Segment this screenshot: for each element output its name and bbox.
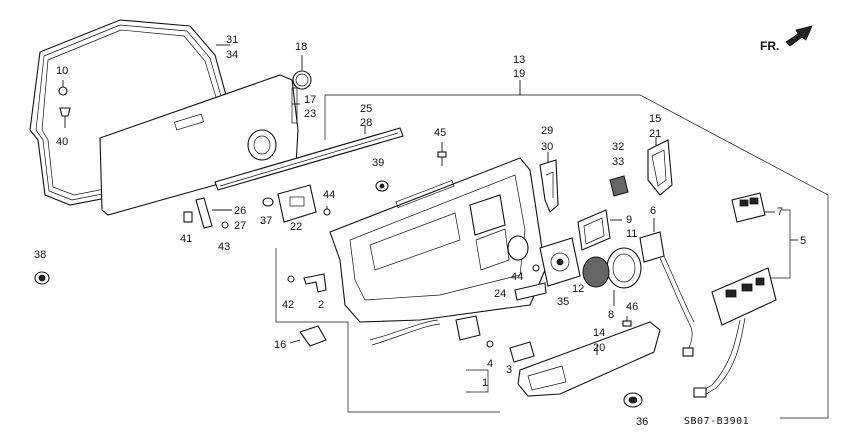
nut-41 bbox=[183, 211, 193, 223]
callout-40: 40 bbox=[56, 136, 68, 148]
callout-26: 26 bbox=[234, 205, 246, 217]
callout-4: 4 bbox=[487, 358, 493, 370]
callout-13: 13 bbox=[513, 54, 525, 66]
inner-weatherstrip-molding bbox=[214, 127, 404, 191]
callout-6: 6 bbox=[650, 205, 656, 217]
callout-5: 5 bbox=[800, 235, 806, 247]
rod-26 bbox=[195, 197, 213, 229]
clip-10 bbox=[58, 80, 68, 96]
callout-34: 34 bbox=[226, 49, 238, 61]
callout-45: 45 bbox=[434, 127, 446, 139]
cover-cap-32 bbox=[609, 175, 629, 197]
callout-28: 28 bbox=[360, 117, 372, 129]
callout-15: 15 bbox=[649, 113, 661, 125]
callout-2: 2 bbox=[318, 299, 324, 311]
callout-44-lower: 44 bbox=[511, 271, 523, 283]
front-direction-indicator: FR. bbox=[760, 25, 813, 53]
bracket-2 bbox=[303, 273, 327, 293]
clip-42 bbox=[287, 275, 295, 283]
inside-handle-bracket bbox=[539, 159, 559, 213]
assembly-group-outline bbox=[324, 80, 829, 419]
callout-11: 11 bbox=[626, 228, 637, 240]
callout-41: 41 bbox=[180, 233, 192, 245]
grommet-38 bbox=[34, 271, 50, 285]
callout-31: 31 bbox=[226, 34, 238, 46]
clip-40 bbox=[59, 107, 71, 128]
callout-23: 23 bbox=[304, 108, 316, 120]
callout-8: 8 bbox=[608, 309, 614, 321]
diagram-reference-code: SB07-B3901 bbox=[684, 416, 749, 427]
speaker-housing-35 bbox=[539, 237, 581, 287]
bracket-16 bbox=[289, 325, 327, 347]
armrest-pocket-24 bbox=[514, 282, 547, 301]
power-window-master-switch bbox=[693, 267, 777, 398]
callout-38: 38 bbox=[34, 249, 46, 261]
speaker-bracket-9 bbox=[577, 209, 611, 251]
callout-20: 20 bbox=[593, 342, 605, 354]
screw-45 bbox=[437, 151, 447, 166]
clip-39 bbox=[375, 180, 389, 192]
speaker-grille-mesh bbox=[582, 256, 610, 288]
callout-12: 12 bbox=[572, 283, 584, 295]
speaker-ring-8 bbox=[606, 247, 642, 289]
callout-46: 46 bbox=[626, 301, 638, 313]
callout-18: 18 bbox=[295, 41, 307, 53]
clip-44-lower bbox=[532, 264, 540, 272]
callout-44-upper: 44 bbox=[323, 189, 335, 201]
callout-19: 19 bbox=[513, 68, 525, 80]
callout-21: 21 bbox=[649, 128, 661, 140]
callout-22: 22 bbox=[290, 221, 302, 233]
callout-32: 32 bbox=[612, 141, 624, 153]
callout-3: 3 bbox=[506, 364, 512, 376]
hinge-mount-bracket bbox=[277, 184, 317, 223]
switch-assembly-7 bbox=[731, 192, 766, 223]
callout-24: 24 bbox=[494, 288, 506, 300]
callout-35: 35 bbox=[557, 296, 569, 308]
lock-rod-assembly bbox=[369, 315, 494, 348]
callout-16: 16 bbox=[274, 339, 286, 351]
callout-37: 37 bbox=[260, 215, 272, 227]
plug-seal-18 bbox=[292, 70, 312, 90]
inside-handle-3 bbox=[509, 341, 535, 363]
callout-43: 43 bbox=[218, 241, 230, 253]
callout-30: 30 bbox=[541, 141, 553, 153]
callout-9: 9 bbox=[626, 214, 632, 226]
callout-36: 36 bbox=[636, 416, 648, 428]
callout-29: 29 bbox=[541, 125, 553, 137]
clip-44-upper bbox=[323, 206, 331, 216]
cap-36 bbox=[623, 392, 643, 408]
callout-25: 25 bbox=[360, 103, 372, 115]
callout-10: 10 bbox=[56, 65, 68, 77]
direction-label: FR. bbox=[760, 39, 779, 53]
callout-14: 14 bbox=[593, 327, 605, 339]
callout-1: 1 bbox=[482, 377, 488, 389]
callout-42: 42 bbox=[282, 299, 294, 311]
callout-33: 33 bbox=[612, 156, 624, 168]
door-trim-panel bbox=[329, 157, 546, 323]
wire-harness-6 bbox=[639, 231, 695, 357]
callout-7: 7 bbox=[777, 206, 783, 218]
callout-27: 27 bbox=[234, 220, 246, 232]
screw-43 bbox=[221, 221, 229, 229]
callout-17: 17 bbox=[304, 94, 316, 106]
front-arrow-icon bbox=[785, 25, 813, 47]
callout-39: 39 bbox=[372, 157, 384, 169]
screw-46 bbox=[622, 316, 632, 327]
sub-assembly-outline-left bbox=[275, 248, 500, 413]
clip-37 bbox=[262, 197, 274, 207]
corner-garnish bbox=[647, 139, 673, 196]
armrest-pad bbox=[517, 321, 661, 397]
